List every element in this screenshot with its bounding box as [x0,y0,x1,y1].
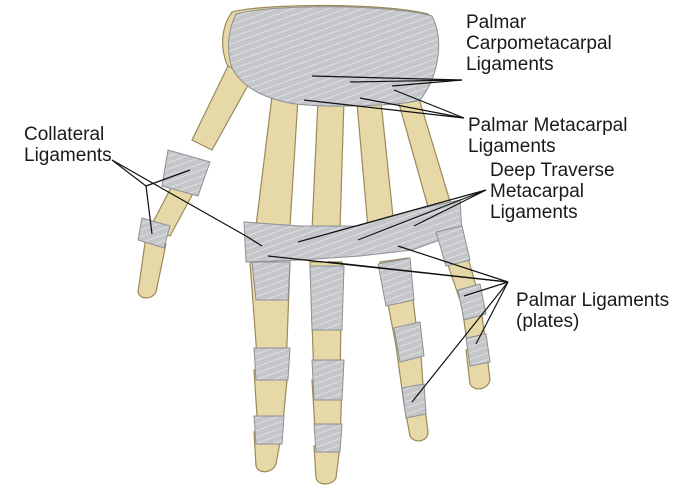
leader-collateral-c [145,185,153,235]
leader-collateral-d [111,159,247,237]
ring-pip-ligament [393,321,425,363]
little-palmar-plate-ligament [435,225,471,267]
middle-metacarpal [311,99,345,231]
ring-palmar-plate-ligament [377,257,415,307]
index-metacarpal [255,95,299,227]
label-line: Carpometacarpal [466,33,612,54]
label-line: Ligaments [24,145,112,166]
thumb-ip-ligament [137,217,171,249]
leader-carpometacarpal-b [349,79,463,83]
label-line: Metacarpal [490,181,584,202]
label-line: Palmar Ligaments [516,290,670,311]
index-pip-ligament [253,347,291,381]
little-pip-ligament [457,283,487,321]
leader-plates-b [327,261,509,283]
leader-metacarpal-b [359,97,465,119]
index-palmar-plate-ligament [251,261,291,301]
leader-plates-c [397,245,509,283]
label-line: Ligaments [468,136,556,157]
leader-deep-traverse-c [413,189,487,227]
ligaments [137,6,491,453]
leader-plates-f [411,281,509,403]
label-line: Ligaments [466,54,554,75]
label-deep-traverse: Deep Traverse Metacarpal Ligaments [490,160,615,223]
label-palmar-plates: Palmar Ligaments (plates) [516,290,669,332]
label-line: Palmar Metacarpal [468,115,628,136]
label-palmar-carpometacarpal: Palmar Carpometacarpal Ligaments [466,12,612,75]
ring-metacarpal [355,91,395,229]
leader-metacarpal-a [303,99,465,119]
index-dip-ligament [253,415,285,445]
label-line: (plates) [516,311,580,332]
label-palmar-metacarpal: Palmar Metacarpal Ligaments [468,115,627,157]
leader-plates-d [463,281,509,297]
label-collateral: Collateral Ligaments [24,124,112,166]
label-line: Palmar [466,12,527,33]
leader-lines [111,75,509,403]
leader-deep-traverse-b [357,189,487,241]
label-line: Collateral [24,124,105,145]
label-line: Deep Traverse [490,160,615,181]
middle-palmar-plate-ligament [309,265,345,331]
leader-deep-traverse-a [297,189,487,243]
label-line: Ligaments [490,202,578,223]
leader-collateral-a [111,159,147,187]
carpometacarpal-capsule [228,6,440,107]
leader-carpometacarpal-a [311,75,463,81]
leader-collateral-e [245,235,263,247]
little-dip-ligament [465,333,491,367]
thumb-mcp-ligament [161,149,211,197]
leader-carpometacarpal-c [391,79,463,87]
middle-pip-ligament [311,359,345,401]
leader-plates-e [475,281,509,345]
middle-dip-ligament [313,423,343,453]
leader-metacarpal-c [393,89,465,119]
middle-distal-phalanx [313,445,341,485]
thumb-distal-phalanx [137,235,167,299]
